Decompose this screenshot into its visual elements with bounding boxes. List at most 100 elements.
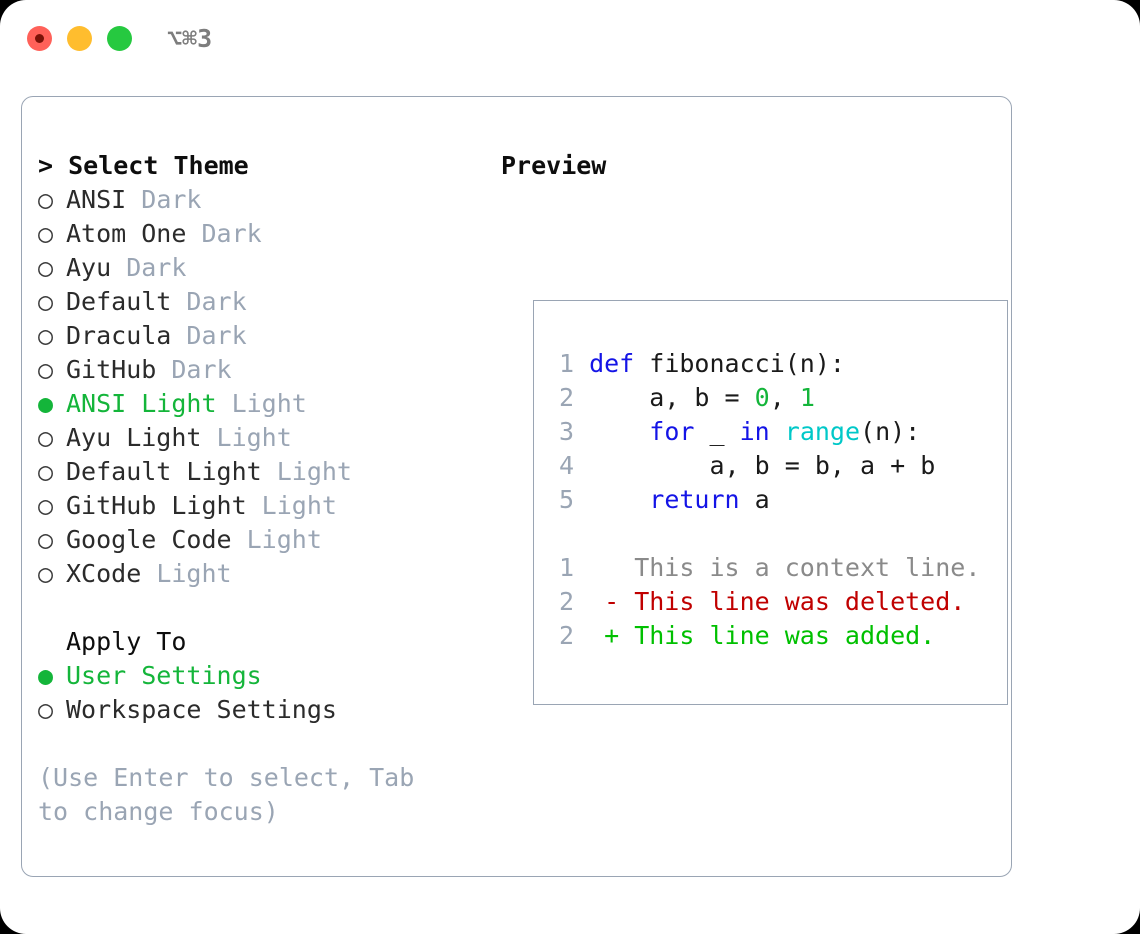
diff-line: 2 + This line was added.	[544, 619, 980, 653]
line-number: 1	[558, 349, 574, 378]
theme-option-ayu[interactable]: ○ Ayu Dark	[38, 251, 488, 285]
radio-unselected-icon: ○	[38, 185, 54, 214]
title-bar: ⌥⌘3	[0, 0, 1140, 78]
hint-spacer	[38, 727, 488, 761]
theme-option-label: Ayu Light	[66, 423, 202, 452]
apply-to-option-label: User Settings	[66, 661, 262, 690]
theme-variant-badge: Light	[231, 525, 322, 554]
diff-text-del: - This line was deleted.	[574, 587, 966, 616]
radio-unselected-icon: ○	[38, 219, 54, 248]
line-number: 5	[558, 485, 574, 514]
theme-option-default-light[interactable]: ○Default Light Light	[38, 455, 488, 489]
code-gutter-gap	[574, 417, 589, 446]
radio-unselected-icon: ○	[38, 355, 54, 384]
code-token-plain	[770, 417, 785, 446]
radio-unselected-icon: ○	[38, 457, 54, 486]
theme-option-xcode[interactable]: ○XCode Light	[38, 557, 488, 591]
close-button[interactable]	[27, 26, 52, 51]
code-token-plain: fibonacci(n):	[649, 349, 845, 378]
minimize-button[interactable]	[67, 26, 92, 51]
theme-option-label: GitHub Light	[66, 491, 247, 520]
theme-option-atom-one[interactable]: ○ Atom One Dark	[38, 217, 488, 251]
theme-option-label: Ayu	[66, 253, 112, 282]
zoom-button[interactable]	[107, 26, 132, 51]
line-number: 2	[558, 383, 574, 412]
theme-picker-panel: > Select Theme ○ANSI Dark○Atom One Dark○…	[21, 96, 1012, 877]
theme-option-google-code[interactable]: ○Google Code Light	[38, 523, 488, 557]
theme-variant-badge: Dark	[156, 355, 232, 384]
keyboard-hint-text: (Use Enter to select, Tab to change focu…	[38, 763, 415, 826]
theme-variant-badge: Dark	[111, 253, 187, 282]
theme-variant-badge: Light	[246, 491, 337, 520]
code-token-plain: ,	[769, 383, 800, 412]
code-token-num: 1	[799, 383, 815, 412]
code-gutter-gap	[574, 383, 589, 412]
apply-to-option-label: Workspace Settings	[66, 695, 337, 724]
radio-selected-icon: ●	[38, 661, 54, 690]
code-line: 3 for _ in range(n):	[544, 415, 980, 449]
theme-option-label: ANSI Light	[66, 389, 217, 418]
preview-column: Preview	[501, 149, 1001, 183]
list-spacer	[38, 591, 488, 625]
code-line: 4 a, b = b, a + b	[544, 449, 980, 483]
keyboard-shortcut-label: ⌥⌘3	[167, 24, 213, 53]
theme-option-github-light[interactable]: ○ GitHub Light Light	[38, 489, 488, 523]
theme-option-ansi-light[interactable]: ● ANSI Light Light	[38, 387, 488, 421]
apply-to-option-workspace-settings[interactable]: ○ Workspace Settings	[38, 693, 488, 727]
line-number: 4	[558, 451, 574, 480]
code-token-plain: (n):	[860, 417, 921, 446]
radio-unselected-icon: ○	[38, 321, 54, 350]
code-diff-separator	[544, 517, 980, 551]
code-token-kw: def	[589, 349, 650, 378]
theme-option-ayu-light[interactable]: ○Ayu Light Light	[38, 421, 488, 455]
code-token-fn: range	[784, 417, 861, 446]
theme-option-label: Atom One	[66, 219, 187, 248]
code-token-kw: for	[649, 417, 695, 446]
select-theme-heading: > Select Theme	[38, 151, 249, 180]
code-token-plain	[589, 417, 649, 446]
code-token-kw: in	[739, 417, 770, 446]
theme-option-dracula[interactable]: ○Dracula Dark	[38, 319, 488, 353]
radio-unselected-icon: ○	[38, 695, 54, 724]
radio-unselected-icon: ○	[38, 287, 54, 316]
apply-to-option-user-settings[interactable]: ● User Settings	[38, 659, 488, 693]
radio-unselected-icon: ○	[38, 525, 54, 554]
code-token-plain: a, b =	[589, 383, 755, 412]
line-number: 2	[558, 587, 574, 616]
theme-option-label: Default	[66, 287, 172, 316]
diff-text-ctx: This is a context line.	[574, 553, 981, 582]
theme-option-github[interactable]: ○ GitHub Dark	[38, 353, 488, 387]
theme-option-label: ANSI	[66, 185, 127, 214]
diff-line: 2 - This line was deleted.	[544, 585, 980, 619]
theme-option-ansi[interactable]: ○ ANSI Dark	[38, 183, 488, 217]
theme-variant-badge: Dark	[171, 287, 247, 316]
code-line: 5 return a	[544, 483, 980, 517]
diff-text-add: + This line was added.	[574, 621, 936, 650]
radio-unselected-icon: ○	[38, 491, 54, 520]
theme-list[interactable]: ○ ANSI Dark ○ Atom One Dark ○ Ayu Dark ○ Defaul…	[38, 183, 488, 591]
code-gutter-gap	[574, 485, 589, 514]
apply-to-list[interactable]: ● User Settings ○ Workspace Settings	[38, 659, 488, 727]
code-gutter-gap	[574, 349, 589, 378]
radio-selected-icon: ●	[38, 389, 54, 418]
code-gutter-gap	[574, 451, 589, 480]
code-token-num: 0	[754, 383, 770, 412]
code-token-plain: a	[739, 485, 770, 514]
theme-variant-badge: Dark	[186, 219, 262, 248]
theme-variant-badge: Light	[216, 389, 307, 418]
theme-option-label: GitHub	[66, 355, 157, 384]
apply-to-heading: Apply To	[66, 627, 187, 656]
theme-option-default[interactable]: ○ Default Dark	[38, 285, 488, 319]
radio-unselected-icon: ○	[38, 423, 54, 452]
radio-unselected-icon: ○	[38, 253, 54, 282]
theme-option-label: Dracula	[66, 321, 172, 350]
code-token-kw: return	[649, 485, 740, 514]
theme-option-label: XCode	[66, 559, 142, 588]
code-token-plain	[589, 485, 649, 514]
theme-variant-badge: Dark	[126, 185, 202, 214]
code-line: 1 def fibonacci(n):	[544, 347, 980, 381]
theme-list-column: > Select Theme ○ANSI Dark○Atom One Dark○…	[38, 149, 488, 829]
line-number: 2	[558, 621, 574, 650]
theme-option-label: Default Light	[66, 457, 262, 486]
